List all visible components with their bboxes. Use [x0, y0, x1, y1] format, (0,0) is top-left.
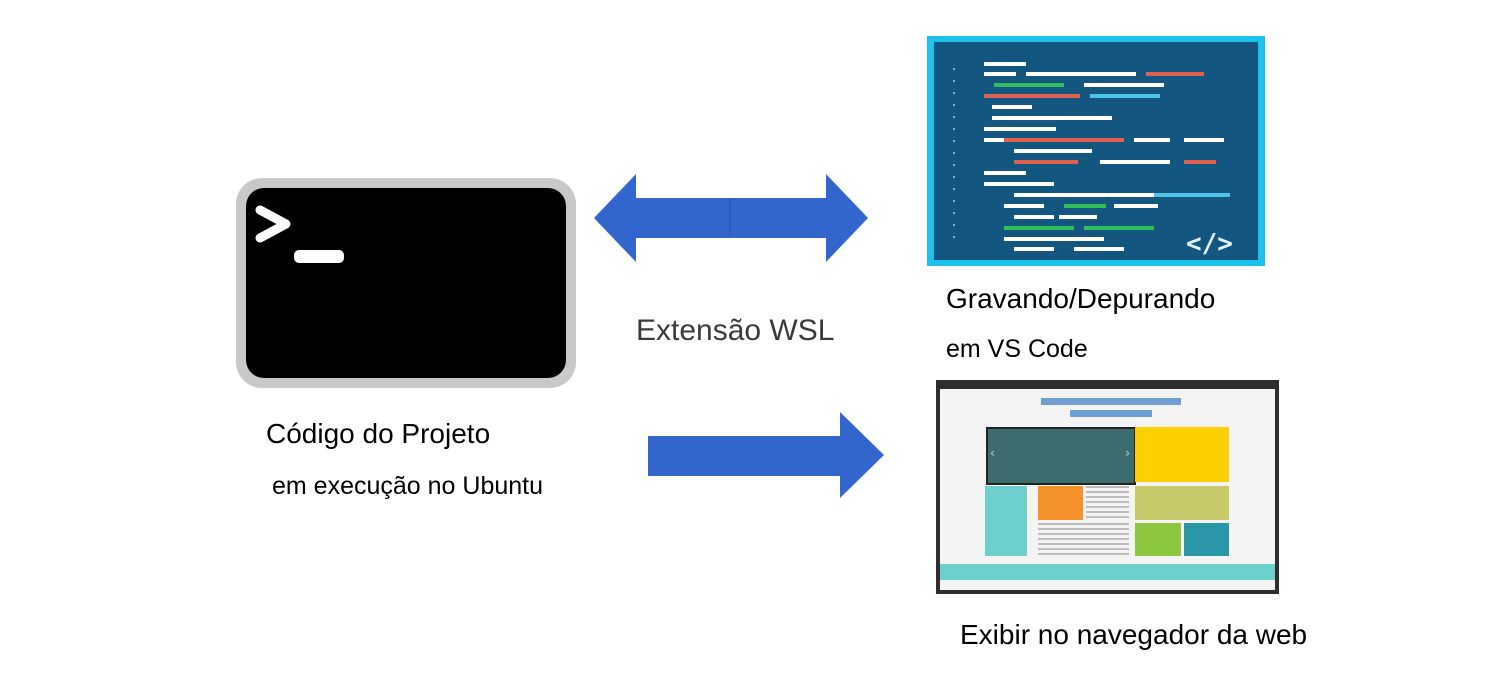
- code-editor-panel: </>: [934, 42, 1258, 260]
- web-page-mock: ‹ ›: [940, 389, 1275, 590]
- browser-caption: Exibir no navegador da web: [960, 619, 1308, 650]
- editor-caption-line1: Gravando/Depurando: [946, 283, 1216, 314]
- terminal-window: [236, 178, 576, 388]
- browser-illustration: ‹ ›: [936, 380, 1279, 594]
- terminal-caption-line1: Código do Projeto: [266, 418, 491, 449]
- code-editor-illustration: </>: [927, 36, 1265, 266]
- code-tag-icon: </>: [1186, 229, 1233, 259]
- bidirectional-arrow: [594, 174, 868, 262]
- carousel-banner: ‹ ›: [986, 427, 1136, 485]
- chevron-left-icon: ‹: [990, 446, 995, 460]
- forward-arrow: [648, 412, 884, 498]
- terminal-caption-line2: em execução no Ubuntu: [272, 472, 544, 500]
- chevron-right-icon: ›: [1125, 446, 1130, 460]
- wsl-extension-label: Extensão WSL: [636, 314, 835, 347]
- code-lines: </>: [953, 62, 1233, 259]
- terminal-prompt-icon: [255, 205, 344, 263]
- editor-caption-line2: em VS Code: [946, 335, 1088, 363]
- terminal-screen: [246, 188, 566, 378]
